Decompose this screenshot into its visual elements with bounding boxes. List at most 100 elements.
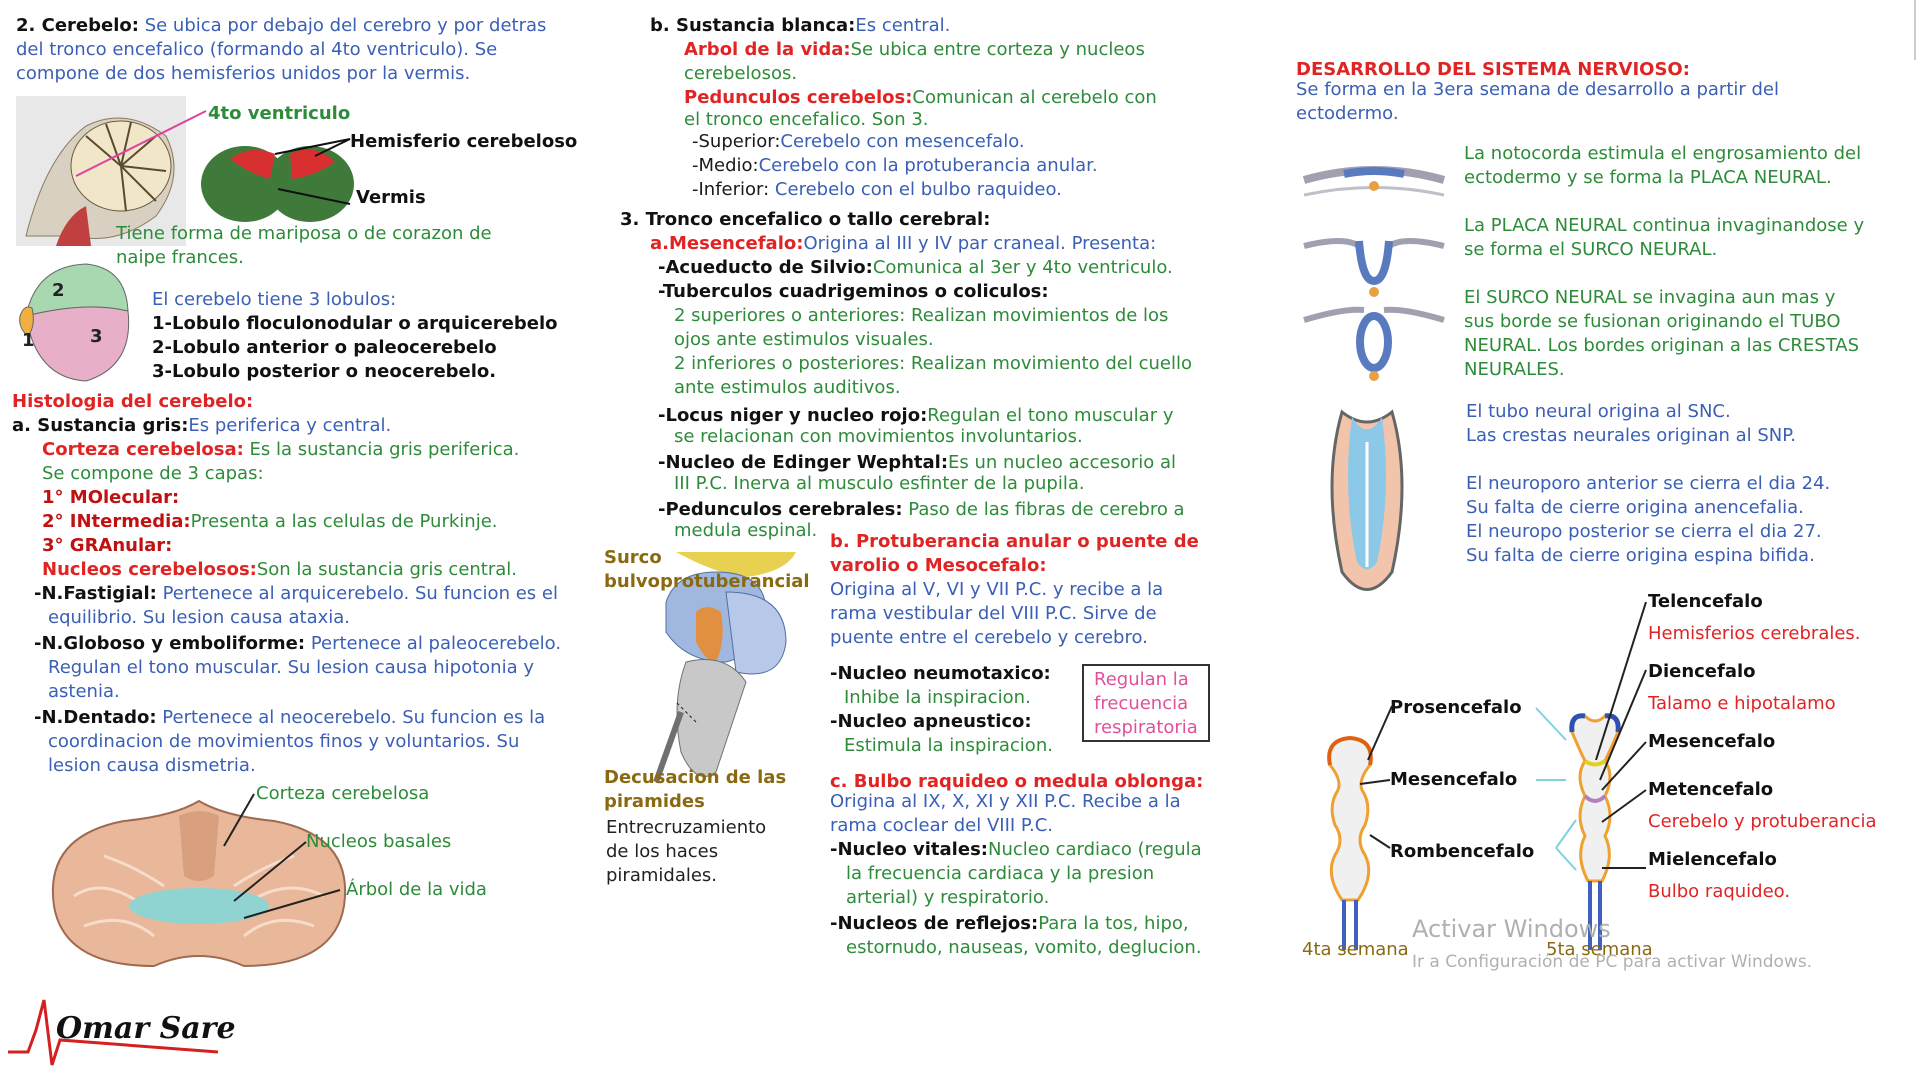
globoso-text-2: astenia. — [48, 681, 120, 702]
arbol-text-0: Se ubica entre corteza y nucleos — [850, 39, 1145, 60]
medio-text: Cerebelo con la protuberancia anular. — [758, 155, 1098, 176]
desarrollo-step-3: El SURCO NEURAL se invagina aun mas y su… — [1464, 286, 1859, 382]
step3-line-0: El SURCO NEURAL se invagina aun mas y — [1464, 287, 1836, 308]
blanca-heading: b. Sustancia blanca: — [650, 15, 856, 36]
label-surco-0: Surco — [604, 547, 662, 568]
box-text-1: frecuencia — [1094, 693, 1189, 714]
nucleos-heading: Nucleos cerebelosos: — [42, 559, 257, 580]
cerebelo-intro-2: compone de dos hemisferios unidos por la… — [16, 63, 471, 84]
reflejos-text-0: Para la tos, hipo, — [1038, 913, 1189, 934]
arbol-text-1: cerebelosos. — [684, 63, 798, 84]
protuberancia-text-1: rama vestibular del VIII P.C. Sirve de — [830, 603, 1157, 624]
protuberancia-section: b. Protuberancia anular o puente de varo… — [830, 530, 1270, 650]
step4-line-0: El tubo neural origina al SNC. — [1466, 401, 1731, 422]
lobulos-illustration: 2 3 1 — [19, 263, 130, 382]
label-rombencefalo: Rombencefalo — [1390, 841, 1535, 862]
cerebelo-forma: Tiene forma de mariposa o de corazon de … — [116, 222, 492, 270]
decusacion-text-0: Entrecruzamiento — [606, 817, 767, 838]
protuberancia-text-0: Origina al V, VI y VII P.C. y recibe a l… — [830, 579, 1164, 600]
reflejos-text-1: estornudo, nauseas, vomito, deglucion. — [846, 937, 1202, 958]
locus-text-0: Regulan el tono muscular y — [927, 405, 1174, 426]
tronco-heading: 3. Tronco encefalico o tallo cerebral: — [620, 209, 991, 230]
acueducto-heading: -Acueducto de Silvio: — [658, 257, 873, 278]
pedunculos-cerebrales-heading: -Pedunculos cerebrales: — [658, 499, 903, 520]
label-decusacion-piramides: Decusacion de las piramides — [604, 766, 786, 814]
arbol-heading: Arbol de la vida: — [684, 39, 851, 60]
dentado-text-2: lesion causa dismetria. — [48, 755, 256, 776]
vitales-text-2: arterial) y respiratorio. — [846, 887, 1050, 908]
label-surco-1: bulvoprotuberancial — [604, 571, 810, 592]
tuberculos-text-3: ante estimulos auditivos. — [674, 377, 901, 398]
lobulo-3: 3-Lobulo posterior o neocerebelo. — [152, 361, 497, 382]
surco-neural-illustration — [1303, 238, 1445, 297]
signature-logo — [8, 999, 219, 1066]
locus-text-1: se relacionan con movimientos involuntar… — [674, 426, 1083, 447]
reflejos-heading: -Nucleos de reflejos: — [830, 913, 1039, 934]
inferior-label: -Inferior: — [692, 179, 770, 200]
edinger-text-0: Es un nucleo accesorio al — [948, 452, 1177, 473]
lobulos-list: El cerebelo tiene 3 lobulos: 1-Lobulo fl… — [152, 288, 558, 384]
step3-line-1: sus borde se fusionan originando el TUBO — [1464, 311, 1841, 332]
desarrollo-title: DESARROLLO DEL SISTEMA NERVIOSO: — [1296, 59, 1690, 80]
apneustico-heading: -Nucleo apneustico: — [830, 711, 1032, 732]
capa-1: 1° MOlecular: — [42, 487, 180, 508]
corteza-text: Es la sustancia gris periferica. — [249, 439, 520, 460]
desarrollo-header: DESARROLLO DEL SISTEMA NERVIOSO: Se form… — [1296, 58, 1896, 126]
step3-line-3: NEURALES. — [1464, 359, 1565, 380]
fastigial-text-1: equilibrio. Su lesion causa ataxia. — [48, 607, 351, 628]
globoso-text-1: Regulan el tono muscular. Su lesion caus… — [48, 657, 534, 678]
pedunculos-cerebelosos-heading: Pedunculos cerebelos: — [684, 87, 913, 108]
vesiculas-5ta-labels: Telencefalo Hemisferios cerebrales. Dien… — [1648, 590, 1877, 904]
lobulo-number-2: 2 — [52, 280, 65, 301]
pedunculos-cerebelosos-text-1: el tronco encefalico. Son 3. — [684, 109, 929, 130]
bulbo-text-1: rama coclear del VIII P.C. — [830, 815, 1053, 836]
pedunculos-cerebrales-text-1: medula espinal. — [674, 520, 818, 541]
nucleos-text: Son la sustancia gris central. — [256, 559, 518, 580]
edinger-heading: -Nucleo de Edinger Wephtal: — [658, 452, 949, 473]
cerebelo-intro-0: Se ubica por debajo del cerebro y por de… — [144, 15, 547, 36]
desarrollo-step-2: La PLACA NEURAL continua invaginandose y… — [1464, 214, 1864, 262]
sustancia-blanca-section: b. Sustancia blanca:Es central. Arbol de… — [650, 14, 1250, 202]
desarrollo-intro-0: Se forma en la 3era semana de desarrollo… — [1296, 79, 1780, 100]
nucleos-respiratorios: -Nucleo neumotaxico: Inhibe la inspiraci… — [830, 662, 1053, 758]
label-4to-ventriculo: 4to ventriculo — [208, 103, 351, 124]
regulan-box: Regulan la frecuencia respiratoria — [1082, 664, 1210, 742]
desarrollo-intro-1: ectodermo. — [1296, 103, 1399, 124]
desc-diencefalo: Talamo e hipotalamo — [1648, 693, 1836, 714]
histologia-section: Histologia del cerebelo: a. Sustancia gr… — [12, 390, 612, 778]
watermark-activar-windows: Activar Windows — [1412, 915, 1611, 943]
neumotaxico-heading: -Nucleo neumotaxico: — [830, 663, 1051, 684]
gris-heading: a. Sustancia gris: — [12, 415, 189, 436]
vitales-text-1: la frecuencia cardiaca y la presion — [846, 863, 1155, 884]
label-mesencefalo-4ta: Mesencefalo — [1390, 769, 1518, 790]
label-hemisferio-cerebeloso: Hemisferio cerebeloso — [350, 131, 578, 152]
desc-metencefalo: Cerebelo y protuberancia — [1648, 811, 1877, 832]
dentado-heading: -N.Dentado: — [34, 707, 157, 728]
capa-3: 3° GRAnular: — [42, 535, 173, 556]
label-5ta-semana: 5ta semana — [1546, 939, 1653, 960]
desc-mielencefalo: Bulbo raquideo. — [1648, 881, 1791, 902]
globoso-text-0: Pertenece al paleocerebelo. — [310, 633, 562, 654]
right-edge-divider — [1914, 0, 1916, 60]
gris-text: Es periferica y central. — [188, 415, 392, 436]
cerebelo-heading: 2. Cerebelo: — [16, 15, 139, 36]
step4-line-1: Las crestas neurales originan al SNP. — [1466, 425, 1797, 446]
pedunculos-cerebelosos-text-0: Comunican al cerebelo con — [912, 87, 1157, 108]
acueducto-text: Comunica al 3er y 4to ventriculo. — [872, 257, 1173, 278]
lobulo-number-3: 3 — [90, 326, 103, 347]
label-nucleos-basales: Nucleos basales — [306, 831, 452, 852]
tuberculos-heading: -Tuberculos cuadrigeminos o coliculos: — [658, 281, 1049, 302]
vesiculas-pointer-lines — [1359, 601, 1647, 871]
corteza-heading: Corteza cerebelosa: — [42, 439, 244, 460]
mesencefalo-text: Origina al III y IV par craneal. Present… — [803, 233, 1157, 254]
protuberancia-heading-0: b. Protuberancia anular o puente de — [830, 531, 1199, 552]
mesencefalo-heading: a.Mesencefalo: — [650, 233, 804, 254]
desarrollo-step-5: El neuroporo anterior se cierra el dia 2… — [1466, 472, 1830, 568]
decusacion-text-1: de los haces — [606, 841, 719, 862]
bulbo-text-0: Origina al IX, X, XI y XII P.C. Recibe a… — [830, 791, 1181, 812]
desarrollo-step-4: El tubo neural origina al SNC. Las crest… — [1466, 400, 1796, 448]
tronco-encefalico-illustration — [653, 552, 796, 784]
cerebelo-intro-1: del tronco encefalico (formando al 4to v… — [16, 39, 498, 60]
watermark-configuracion: Ir a Configuración de PC para activar Wi… — [1412, 952, 1813, 972]
step1-line-0: La notocorda estimula el engrosamiento d… — [1464, 143, 1862, 164]
